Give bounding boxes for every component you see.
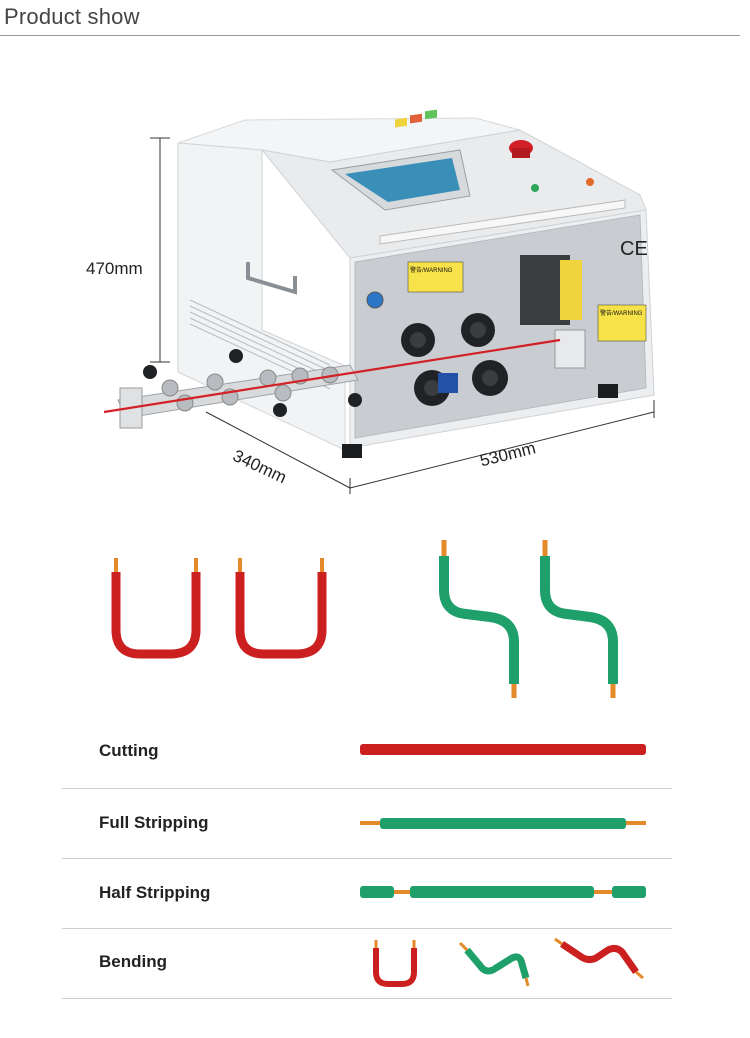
touch-screen <box>345 158 460 202</box>
function-label-full-stripping: Full Stripping <box>99 813 209 832</box>
page-title: Product show <box>4 4 140 29</box>
height-dimension-line <box>150 137 170 363</box>
row-divider <box>62 788 672 789</box>
bending-z-green-wire <box>458 941 530 987</box>
ce-mark: CE <box>620 238 648 260</box>
warning-label <box>597 304 647 342</box>
screen-tile <box>395 117 407 128</box>
emergency-stop-base <box>512 148 530 158</box>
machine-foot <box>342 444 362 458</box>
indicator-light <box>586 178 594 186</box>
guide-knobs <box>143 349 362 417</box>
logo-badge <box>438 373 458 393</box>
header-divider <box>0 35 740 36</box>
side-vent <box>189 299 331 390</box>
warning-label-text: 警告/WARNING <box>410 266 453 274</box>
function-label-bending: Bending <box>99 952 167 971</box>
half-stripping-wire <box>360 886 646 898</box>
function-label-cutting: Cutting <box>99 741 159 760</box>
green-z-wire <box>540 540 618 698</box>
screen-tile <box>410 113 422 124</box>
row-divider <box>62 998 672 999</box>
height-dimension-label: 470mm <box>86 259 143 278</box>
bending-u-wire <box>373 940 417 987</box>
guide-rollers <box>161 366 339 412</box>
bending-z-red-wire <box>554 937 644 980</box>
start-button <box>531 184 539 192</box>
cutter-warning-tag <box>560 260 582 320</box>
screen-tile <box>425 109 437 120</box>
full-stripping-wire <box>360 818 646 829</box>
red-u-wire <box>235 558 327 659</box>
warning-label-text: 警告/WARNING <box>600 309 643 317</box>
ruler-strip <box>379 199 626 245</box>
depth-dimension-line <box>205 411 351 494</box>
red-u-wire <box>111 558 201 659</box>
feed-rollers <box>401 313 508 406</box>
blue-button <box>366 291 384 309</box>
warning-label <box>407 261 464 293</box>
machine-foot <box>598 384 618 398</box>
green-z-wire <box>439 540 519 698</box>
cutter-blade-block <box>554 329 586 369</box>
row-divider <box>62 928 672 929</box>
function-label-half-stripping: Half Stripping <box>99 883 211 902</box>
row-divider <box>62 858 672 859</box>
side-handle <box>246 262 297 295</box>
sample-red-wire <box>103 338 561 414</box>
width-dimension-line <box>349 400 655 489</box>
cutting-wire <box>360 744 646 755</box>
